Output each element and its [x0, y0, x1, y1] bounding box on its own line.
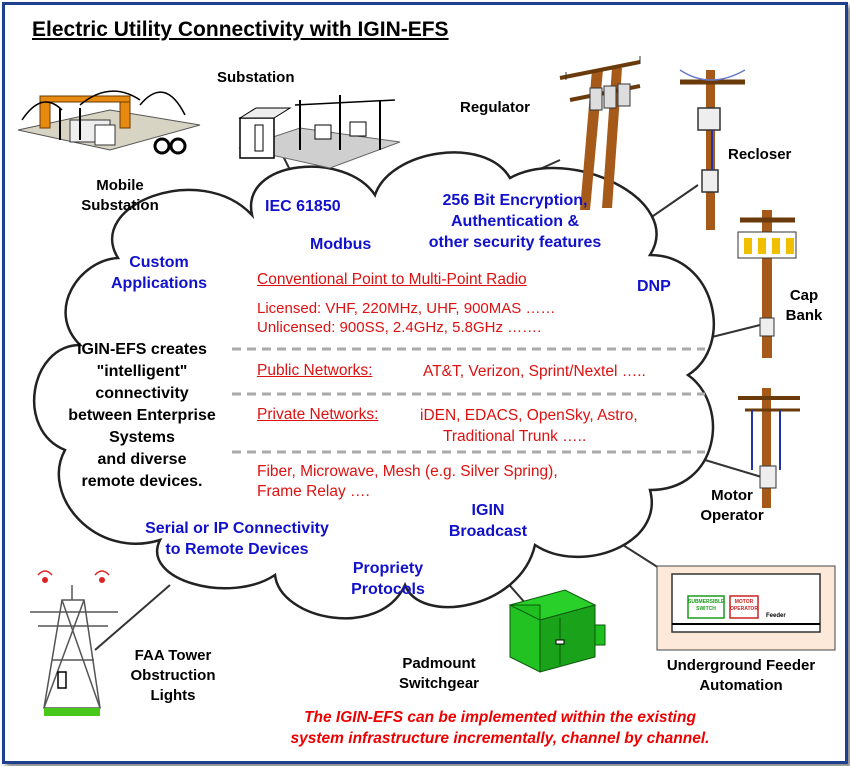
line-faa-tower — [94, 584, 171, 651]
faa-tower-label-line1: FAA Tower — [134, 647, 212, 664]
ug-motor-label: MOTOR OPERATOR — [730, 599, 758, 612]
intro-line1: IGIN-EFS creates — [77, 341, 207, 358]
security-label: 256 Bit Encryption, Authentication & oth… — [400, 190, 630, 253]
motor-operator-label: Motor Operator — [692, 486, 772, 526]
regulator-label: Regulator — [460, 99, 531, 116]
unlicensed-bands: Unlicensed: 900SS, 2.4GHz, 5.8GHz ……. — [257, 319, 542, 336]
underground-label: Underground Feeder Automation — [646, 656, 836, 696]
cap-bank-illustration — [737, 210, 797, 358]
radio-heading: Conventional Point to Multi-Point Radio — [257, 271, 527, 288]
serial-ip-line1: Serial or IP Connectivity — [145, 520, 329, 537]
faa-tower-label: FAA Tower Obstruction Lights — [118, 646, 228, 706]
public-networks-heading: Public Networks: — [257, 362, 373, 379]
mobile-substation-label: Mobile Substation — [70, 176, 170, 216]
footer-line1: The IGIN-EFS can be implemented within t… — [304, 709, 696, 726]
ug-submersible-label: SUBMERSIBLE SWITCH — [688, 599, 725, 612]
substation-illustration — [238, 95, 401, 169]
private-networks-line2: Traditional Trunk ….. — [443, 428, 587, 445]
intro-line2: "intelligent" — [96, 363, 188, 380]
licensed-bands: Licensed: VHF, 220MHz, UHF, 900MAS …… — [257, 300, 556, 317]
other-networks: Fiber, Microwave, Mesh (e.g. Silver Spri… — [257, 462, 558, 502]
mobile-substation-illustration — [17, 90, 201, 155]
recloser-label: Recloser — [728, 146, 792, 163]
propriety-protocols-line1: Propriety — [352, 560, 424, 577]
intro-line4: between Enterprise — [68, 407, 216, 424]
private-networks-line1: iDEN, EDACS, OpenSky, Astro, — [420, 407, 638, 424]
substation-label: Substation — [217, 69, 295, 86]
serial-ip-label: Serial or IP Connectivity to Remote Devi… — [124, 518, 350, 560]
igin-broadcast-line1: IGIN — [471, 502, 505, 519]
footer-note: The IGIN-EFS can be implemented within t… — [220, 707, 780, 749]
faa-tower-label-line3: Lights — [150, 687, 196, 704]
ug-feeder-label: Feeder — [766, 613, 786, 619]
underground-label-line2: Automation — [699, 677, 783, 694]
diagram-title: Electric Utility Connectivity with IGIN-… — [32, 18, 449, 41]
underground-vault-illustration — [656, 565, 836, 651]
tower-grass — [44, 708, 100, 716]
intro-line6: and diverse — [97, 451, 187, 468]
other-networks-line2: Frame Relay …. — [257, 483, 370, 500]
propriety-protocols-label: Propriety Protocols — [336, 558, 440, 600]
padmount-illustration — [508, 589, 606, 673]
underground-label-line1: Underground Feeder — [666, 657, 816, 674]
private-networks-heading: Private Networks: — [257, 406, 379, 423]
motor-operator-label-line1: Motor — [711, 487, 753, 504]
dashed-separators — [232, 347, 705, 454]
cap-bank-label-line1: Cap — [789, 287, 819, 304]
intro-line7: remote devices. — [81, 473, 203, 490]
intro-line3: connectivity — [95, 385, 189, 402]
tower-box — [57, 671, 67, 689]
other-networks-line1: Fiber, Microwave, Mesh (e.g. Silver Spri… — [257, 463, 558, 480]
cap-bank-label: Cap Bank — [784, 286, 824, 326]
security-label-line3: other security features — [428, 234, 602, 251]
custom-applications-line2: Applications — [110, 275, 207, 292]
padmount-label: Padmount Switchgear — [384, 654, 494, 694]
footer-line2: system infrastructure incrementally, cha… — [290, 730, 710, 747]
intro-text: IGIN-EFS creates "intelligent" connectiv… — [52, 339, 232, 493]
recloser-illustration — [679, 69, 746, 230]
cap-bank-label-line2: Bank — [785, 307, 823, 324]
mobile-substation-label-line2: Substation — [81, 197, 159, 214]
line-motor-operator — [704, 459, 766, 479]
padmount-label-line1: Padmount — [402, 655, 476, 672]
propriety-protocols-line2: Protocols — [351, 581, 425, 598]
cloud-shape — [32, 151, 715, 620]
modbus-label: Modbus — [310, 236, 372, 253]
mobile-substation-label-line1: Mobile — [96, 177, 144, 194]
faa-tower-label-line2: Obstruction — [130, 667, 216, 684]
igin-broadcast-line2: Broadcast — [448, 523, 528, 540]
custom-applications-label: Custom Applications — [100, 252, 218, 294]
security-label-line1: 256 Bit Encryption, — [442, 192, 588, 209]
padmount-label-line2: Switchgear — [398, 675, 480, 692]
motor-operator-illustration — [738, 388, 800, 508]
custom-applications-line1: Custom — [129, 254, 189, 271]
public-networks-list: AT&T, Verizon, Sprint/Nextel ….. — [423, 363, 646, 380]
motor-operator-label-line2: Operator — [700, 507, 764, 524]
iec-61850-label: IEC 61850 — [265, 198, 341, 215]
intro-line5: Systems — [109, 429, 175, 446]
igin-broadcast-label: IGIN Broadcast — [446, 500, 530, 542]
dnp-label: DNP — [637, 278, 671, 295]
serial-ip-line2: to Remote Devices — [165, 541, 309, 558]
faa-tower-illustration — [30, 570, 118, 709]
regulator-illustration — [559, 56, 641, 210]
security-label-line2: Authentication & — [451, 213, 579, 230]
